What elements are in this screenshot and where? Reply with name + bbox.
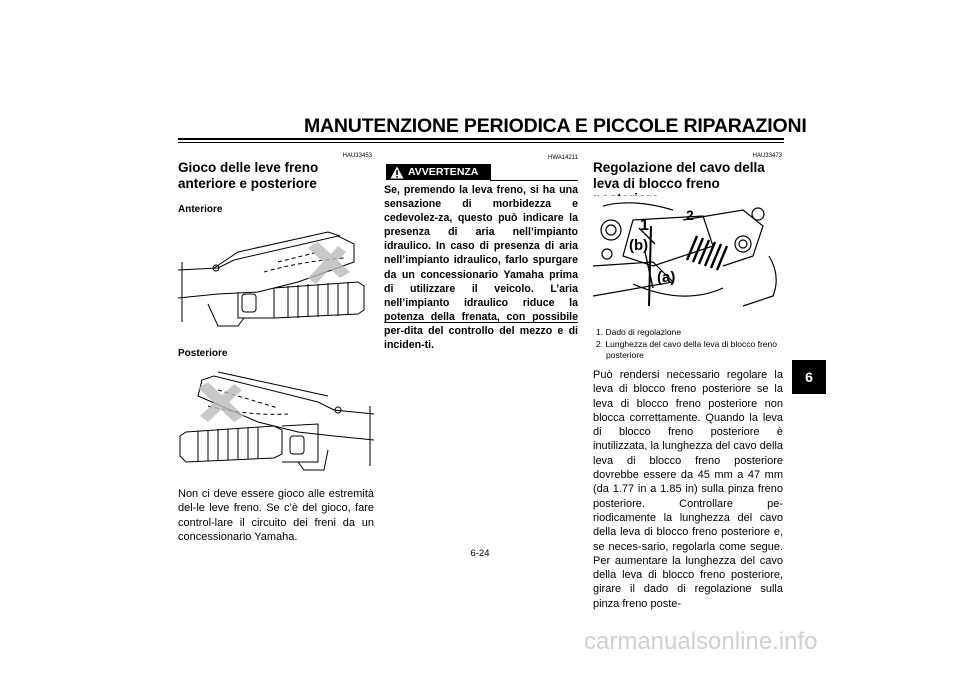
front-label: Anteriore <box>178 204 223 215</box>
section-heading: Gioco delle leve freno anteriore e poste… <box>178 160 319 191</box>
warning-box: AVVERTENZA <box>386 164 491 180</box>
watermark: carmanualsonline.info <box>584 628 818 655</box>
page-header: MANUTENZIONE PERIODICA E PICCOLE RIPARAZ… <box>304 115 807 137</box>
callout-a: (a) <box>657 269 675 286</box>
figure-caption-1: 1. Dado di regolazione <box>596 327 682 337</box>
callout-b: (b) <box>629 237 648 254</box>
front-brake-lever-figure <box>178 231 365 327</box>
warning-label: AVVERTENZA <box>408 166 479 178</box>
figure-caption-2: 2. Lunghezza del cavo della leva di bloc… <box>596 339 777 360</box>
section-code: HAU33453 <box>342 153 372 159</box>
callout-1: 1 <box>640 217 649 234</box>
rear-label: Posteriore <box>178 348 228 359</box>
rear-brake-lever-figure <box>179 371 374 471</box>
callout-2: 2 <box>686 207 694 223</box>
warning-triangle-icon <box>390 166 404 178</box>
page-number: 6-24 <box>470 548 490 559</box>
warning-rule <box>490 180 578 181</box>
warning-code: HWA14211 <box>547 155 578 161</box>
body-text: Può rendersi necessario regolare la leva… <box>593 369 783 610</box>
chapter-tab: 6 <box>792 360 826 394</box>
warning-text: Se, premendo la leva freno, si ha una se… <box>384 184 578 352</box>
body-text: Non ci deve essere gioco alle estremità … <box>178 488 374 543</box>
header-rule <box>178 138 784 140</box>
section-code: HAU33473 <box>752 153 782 159</box>
header-rule-thin <box>178 142 784 143</box>
brake-cable-figure: 1 2 (b) (a) <box>593 196 781 310</box>
warning-end-rule <box>384 322 578 323</box>
